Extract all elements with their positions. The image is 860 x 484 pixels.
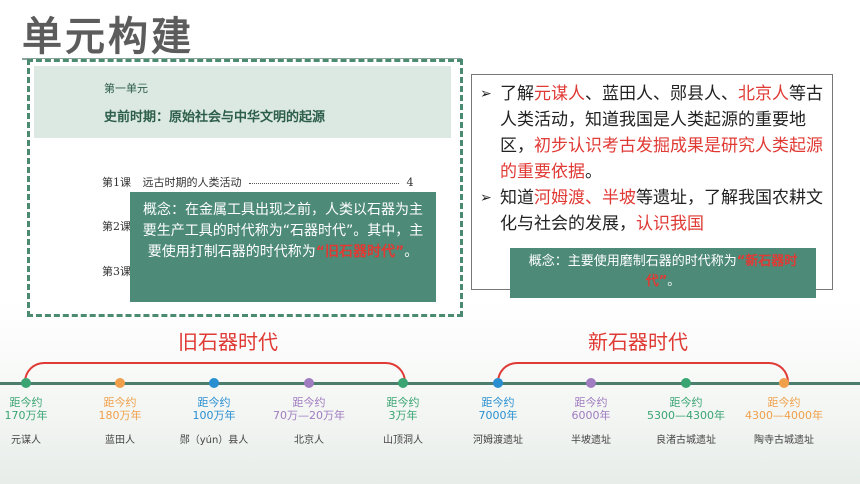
- goal-highlight: 初步认识考古发掘成果是研究人类起源的重要依据: [500, 136, 823, 182]
- timeline-site-name: 山顶洞人: [383, 435, 423, 446]
- unit-title: 史前时期：原始社会与中华文明的起源: [104, 110, 326, 125]
- goal-run: 等古人类活动，知道我国是人类起源的重要地区，: [500, 84, 823, 156]
- date-prefix: 距今约: [481, 396, 515, 409]
- date-prefix: 距今约: [767, 396, 801, 409]
- toc-entry-1: 第1课 远古时期的人类活动 4: [102, 174, 414, 190]
- timeline-site-name: 北京人: [294, 435, 324, 446]
- date-value: 7000年: [478, 409, 518, 422]
- concept-text-end: 。: [667, 274, 681, 289]
- goal-highlight: 认识我国: [636, 214, 704, 234]
- new-stone-age-concept-popup: 概念：主要使用磨制石器的时代称为“新石器时代”。: [510, 248, 816, 298]
- goal-text-1: 了解元谋人、蓝田人、郧县人、北京人等古人类活动，知道我国是人类起源的重要地区，初…: [500, 84, 823, 182]
- date-value: 70万—20万年: [273, 409, 345, 422]
- background-wash: [0, 300, 860, 484]
- date-prefix: 距今约: [669, 396, 703, 409]
- page-title: 单元构建: [22, 13, 194, 60]
- date-prefix: 距今约: [292, 396, 326, 409]
- timeline-site-name: 河姆渡遗址: [473, 435, 523, 446]
- lesson-page: 4: [406, 176, 414, 189]
- date-value: 5300—4300年: [647, 409, 725, 422]
- concept-text-end: 。: [404, 244, 419, 260]
- timeline-node: [115, 378, 125, 388]
- era-label-old: 旧石器时代: [178, 330, 278, 354]
- textbook-unit-header: 第一单元 史前时期：原始社会与中华文明的起源: [34, 66, 451, 138]
- goal-highlight: 元谋人: [534, 84, 585, 104]
- goal-run: 、蓝田人、郧县人、: [585, 84, 738, 104]
- date-prefix: 距今约: [9, 396, 43, 409]
- timeline-node: [21, 378, 31, 388]
- goal-run: 知道: [500, 188, 534, 208]
- date-value: 3万年: [388, 409, 418, 422]
- date-value: 4300—4000年: [745, 409, 823, 422]
- concept-text: 概念：在金属工具出现之前，人类以石器为主要生产工具的时代称为“石器时代”。其中，…: [142, 202, 424, 260]
- goal-item-1: ➢ 了解元谋人、蓝田人、郧县人、北京人等古人类活动，知道我国是人类起源的重要地区…: [480, 81, 824, 185]
- lesson-label: 第1课: [102, 176, 131, 189]
- date-value: 180万年: [98, 409, 142, 422]
- arrow-bullet-icon: ➢: [480, 190, 492, 206]
- goal-run: 等遗址，了解我国农耕文化与社会的发展，: [500, 188, 823, 234]
- timeline-node: [681, 378, 691, 388]
- timeline-node: [398, 378, 408, 388]
- goal-item-2: ➢ 知道河姆渡、半坡等遗址，了解我国农耕文化与社会的发展，认识我国: [480, 185, 824, 237]
- lesson-label: 第2课: [102, 220, 131, 233]
- timeline-site-name: 良渚古城遗址: [656, 435, 716, 446]
- timeline-site-name: 半坡遗址: [571, 435, 611, 446]
- lesson-title: 远古时期的人类活动: [142, 176, 242, 189]
- date-value: 170万年: [4, 409, 48, 422]
- unit-number: 第一单元: [104, 82, 148, 95]
- timeline-node: [779, 378, 789, 388]
- timeline-site-name: 陶寺古城遗址: [754, 435, 814, 446]
- timeline-site-name: 元谋人: [11, 435, 41, 446]
- date-value: 6000年: [571, 409, 611, 422]
- new-era-brace: [497, 362, 789, 382]
- timeline-node: [493, 378, 503, 388]
- timeline-site-name: 郧（yún）县人: [179, 435, 249, 446]
- toc-leader-dots: [249, 182, 399, 184]
- date-prefix: 距今约: [103, 396, 137, 409]
- arrow-bullet-icon: ➢: [480, 86, 492, 102]
- goal-text-2: 知道河姆渡、半坡等遗址，了解我国农耕文化与社会的发展，认识我国: [500, 188, 823, 234]
- old-stone-age-concept-popup: 概念：在金属工具出现之前，人类以石器为主要生产工具的时代称为“石器时代”。其中，…: [130, 192, 436, 302]
- goal-run: 了解: [500, 84, 534, 104]
- timeline-node: [586, 378, 596, 388]
- timeline-node: [304, 378, 314, 388]
- toc-entry-3: 第3课: [102, 263, 131, 279]
- goal-highlight: 北京人: [738, 84, 789, 104]
- concept-highlight: “新石器时代”: [645, 254, 798, 289]
- lesson-label: 第3课: [102, 265, 131, 278]
- toc-entry-2: 第2课: [102, 218, 131, 234]
- date-prefix: 距今约: [386, 396, 420, 409]
- concept-text: 概念：主要使用磨制石器的时代称为: [528, 254, 737, 269]
- date-value: 100万年: [192, 409, 236, 422]
- goal-highlight: 河姆渡、半坡: [534, 188, 636, 208]
- timeline-axis: [0, 382, 860, 385]
- timeline-node: [209, 378, 219, 388]
- timeline-site-name: 蓝田人: [105, 435, 135, 446]
- era-label-new: 新石器时代: [588, 330, 688, 354]
- date-prefix: 距今约: [574, 396, 608, 409]
- date-prefix: 距今约: [197, 396, 231, 409]
- goal-run: 。: [585, 162, 602, 182]
- concept-highlight: “旧石器时代”: [315, 244, 405, 260]
